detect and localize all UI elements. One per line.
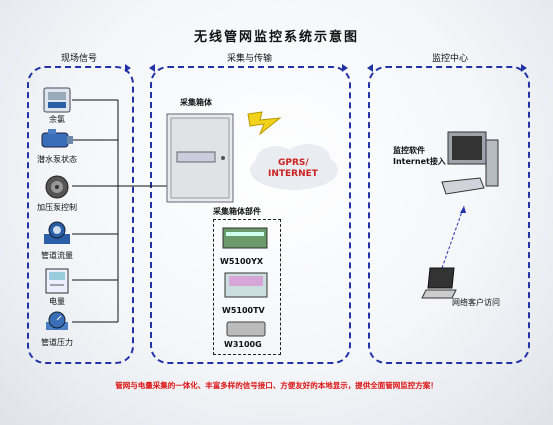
monitor-center-label: 监控中心 bbox=[432, 54, 469, 64]
sensor-label-pressure: 管道压力 bbox=[41, 338, 73, 347]
parts-box bbox=[213, 219, 281, 355]
part-label-w5100yx: W5100YX bbox=[220, 257, 264, 266]
sensor-label-flow: 管道流量 bbox=[41, 251, 73, 260]
monitor-software-label: 监控软件 bbox=[393, 146, 425, 155]
field-signal-panel bbox=[27, 66, 134, 364]
sensor-label-chlorine: 余氯 bbox=[49, 115, 65, 124]
part-label-w3100g: W3100G bbox=[224, 340, 262, 349]
sensor-label-power: 电量 bbox=[49, 297, 65, 306]
network-client-label: 网络客户访问 bbox=[452, 298, 500, 307]
collector-box-label: 采集箱体 bbox=[180, 98, 212, 107]
collect-transmit-panel bbox=[150, 66, 351, 364]
monitor-center-panel bbox=[368, 66, 530, 364]
part-label-w5100tv: W5100TV bbox=[222, 306, 265, 315]
diagram-title: 无线管网监控系统示意图 bbox=[193, 30, 359, 45]
internet-access-label: Internet接入 bbox=[393, 157, 446, 166]
cloud-text-gprs: GPRS/ bbox=[278, 158, 309, 168]
field-signal-label: 现场信号 bbox=[61, 54, 98, 64]
parts-box-label: 采集箱体部件 bbox=[213, 207, 261, 216]
cloud-text-internet: INTERNET bbox=[268, 169, 318, 179]
sensor-label-booster-pump: 加压泵控制 bbox=[37, 203, 77, 212]
collect-transmit-label: 采集与传输 bbox=[227, 54, 273, 64]
sensor-label-submersible-pump: 潜水泵状态 bbox=[37, 155, 77, 164]
footer-slogan: 管网与电量采集的一体化、丰富多样的信号接口、方便友好的本地显示，提供全面管网监控… bbox=[115, 381, 438, 390]
